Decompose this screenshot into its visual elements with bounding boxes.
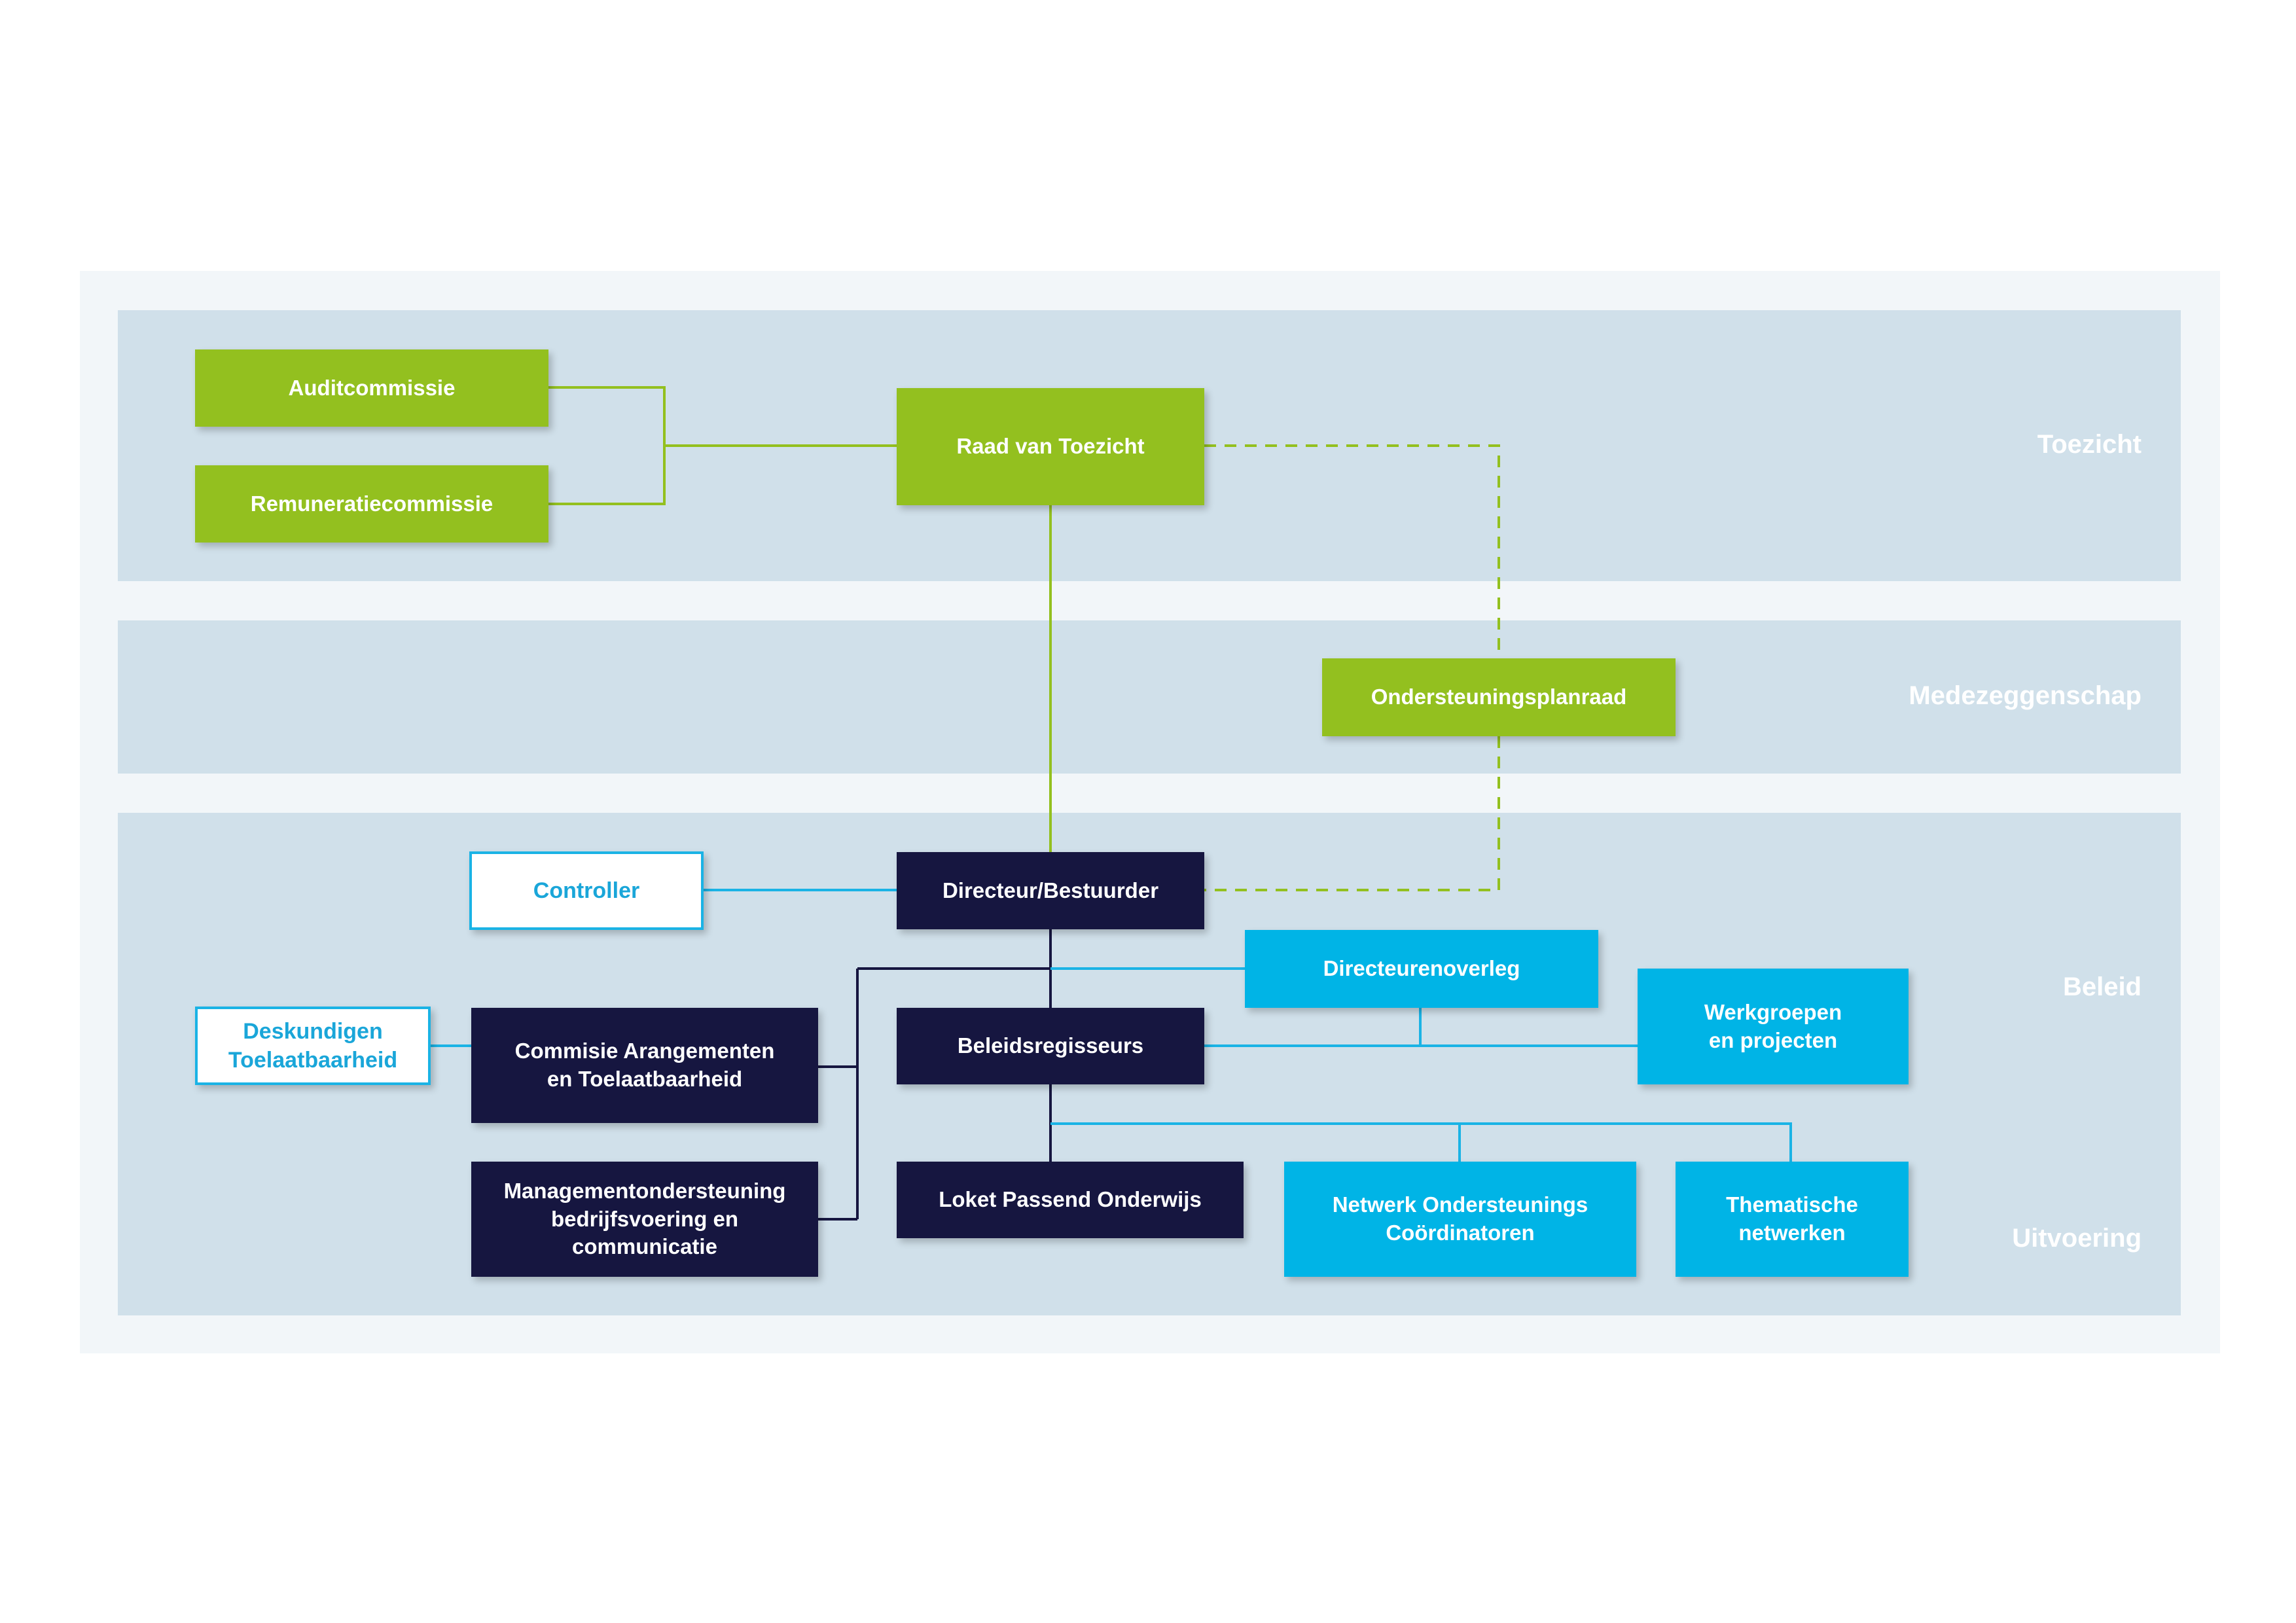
band-label-beleid: Beleid	[2062, 972, 2142, 1001]
band-label-toezicht: Toezicht	[2037, 430, 2142, 459]
connector-opr-directeur	[1204, 736, 1500, 891]
node-werkgroepen: Werkgroepen en projecten	[1638, 969, 1909, 1084]
band-label-uitvoering: Uitvoering	[2012, 1224, 2142, 1253]
node-beleidsregisseurs: Beleidsregisseurs	[897, 1008, 1204, 1084]
node-directeur-bestuurder: Directeur/Bestuurder	[897, 852, 1204, 929]
node-raad-van-toezicht: Raad van Toezicht	[897, 388, 1204, 505]
node-ondersteuningsplanraad: Ondersteuningsplanraad	[1322, 658, 1676, 736]
node-netwerk: Netwerk Ondersteunings Coördinatoren	[1284, 1162, 1636, 1277]
node-directeurenoverleg: Directeurenoverleg	[1245, 930, 1598, 1008]
band-label-medezeggenschap: Medezeggenschap	[1909, 681, 2142, 710]
connector-raad-opr	[1204, 444, 1500, 658]
node-remuneratiecommissie: Remuneratiecommissie	[195, 465, 548, 543]
node-thematische: Thematische netwerken	[1676, 1162, 1909, 1277]
node-loket: Loket Passend Onderwijs	[897, 1162, 1244, 1238]
node-commisie: Commisie Arangementen en Toelaatbaarheid	[471, 1008, 818, 1123]
node-auditcommissie: Auditcommissie	[195, 349, 548, 427]
band-medezeggenschap: Medezeggenschap	[118, 620, 2181, 774]
node-managementondersteuning: Managementondersteuning bedrijfsvoering …	[471, 1162, 818, 1277]
connector-auditcommissie	[548, 386, 666, 505]
node-controller: Controller	[469, 851, 704, 930]
node-deskundigen: Deskundigen Toelaatbaarheid	[195, 1007, 431, 1085]
connector-uitvoering	[1050, 1122, 1792, 1162]
